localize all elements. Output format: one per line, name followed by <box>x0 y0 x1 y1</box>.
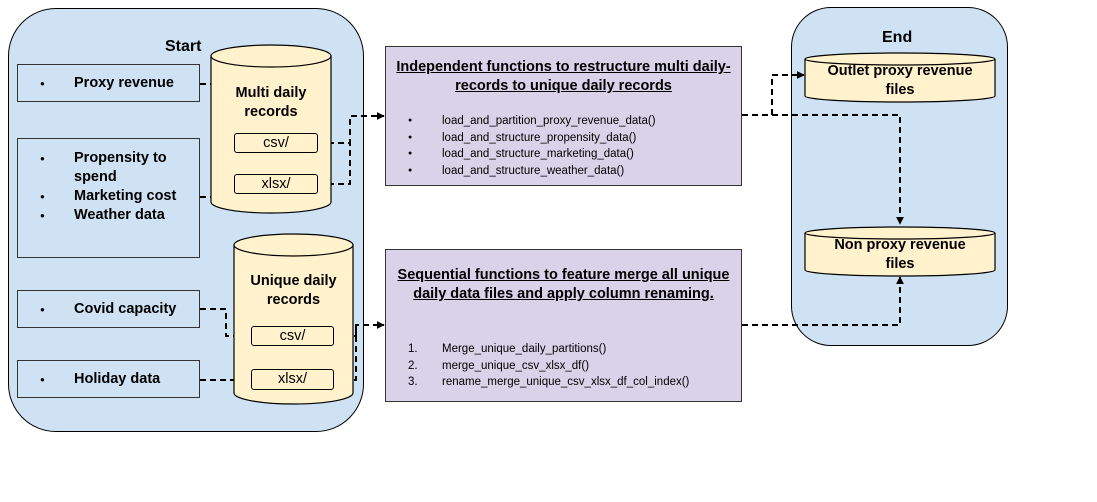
cylinder-shape <box>804 226 996 277</box>
sequential-functions-box: Sequential functions to feature merge al… <box>385 249 742 402</box>
non-proxy-revenue-files: Non proxy revenue files <box>804 226 996 278</box>
end-title: End <box>882 29 913 46</box>
outlet-proxy-revenue-label: Outlet proxy revenue files <box>827 63 973 98</box>
multi-daily-records-title: Multi daily records <box>235 85 307 120</box>
function-item: ●load_and_structure_marketing_data() <box>408 148 634 160</box>
source-item-proxy-revenue: Proxy revenue <box>18 74 199 93</box>
independent-functions-list: ●load_and_partition_proxy_revenue_data()… <box>386 113 741 179</box>
unique-xlsx-folder: xlsx/ <box>251 369 334 390</box>
source-box-proxy: Proxy revenue <box>17 64 200 102</box>
function-item: ●load_and_structure_weather_data() <box>408 164 625 177</box>
cylinder-shape <box>804 52 996 103</box>
sequential-functions-title: Sequential functions to feature merge al… <box>397 267 730 302</box>
multi-csv-folder: csv/ <box>234 133 318 153</box>
source-box-holiday: Holiday data <box>17 360 200 398</box>
independent-functions-title: Independent functions to restructure mul… <box>396 59 731 94</box>
source-item-covid: Covid capacity <box>18 300 199 319</box>
source-box-group: Propensity to spend Marketing cost Weath… <box>17 138 200 258</box>
function-item: 3.rename_merge_unique_csv_xlsx_df_col_in… <box>408 376 690 388</box>
non-proxy-revenue-label: Non proxy revenue files <box>834 237 966 272</box>
function-item: ●load_and_partition_proxy_revenue_data() <box>408 115 656 127</box>
source-item-propensity: Propensity to spend <box>18 149 199 187</box>
multi-xlsx-folder: xlsx/ <box>234 174 318 194</box>
unique-daily-records-title: Unique daily records <box>250 273 337 308</box>
outlet-proxy-revenue-files: Outlet proxy revenue files <box>804 52 996 104</box>
start-title: Start <box>165 38 202 55</box>
source-box-covid: Covid capacity <box>17 290 200 328</box>
unique-daily-records-store: Unique daily records csv/ xlsx/ <box>233 233 354 405</box>
source-item-holiday: Holiday data <box>18 370 199 389</box>
unique-csv-folder: csv/ <box>251 326 334 346</box>
multi-daily-records-store: Multi daily records csv/ xlsx/ <box>210 44 332 214</box>
source-item-weather: Weather data <box>18 206 199 225</box>
sequential-functions-list: 1.Merge_unique_daily_partitions() 2.merg… <box>386 341 741 391</box>
cylinder-shape <box>233 233 354 405</box>
source-item-marketing: Marketing cost <box>18 187 199 206</box>
independent-functions-box: Independent functions to restructure mul… <box>385 46 742 186</box>
function-item: 1.Merge_unique_daily_partitions() <box>408 343 607 355</box>
function-item: ●load_and_structure_propensity_data() <box>408 131 637 144</box>
function-item: 2.merge_unique_csv_xlsx_df() <box>408 359 590 372</box>
